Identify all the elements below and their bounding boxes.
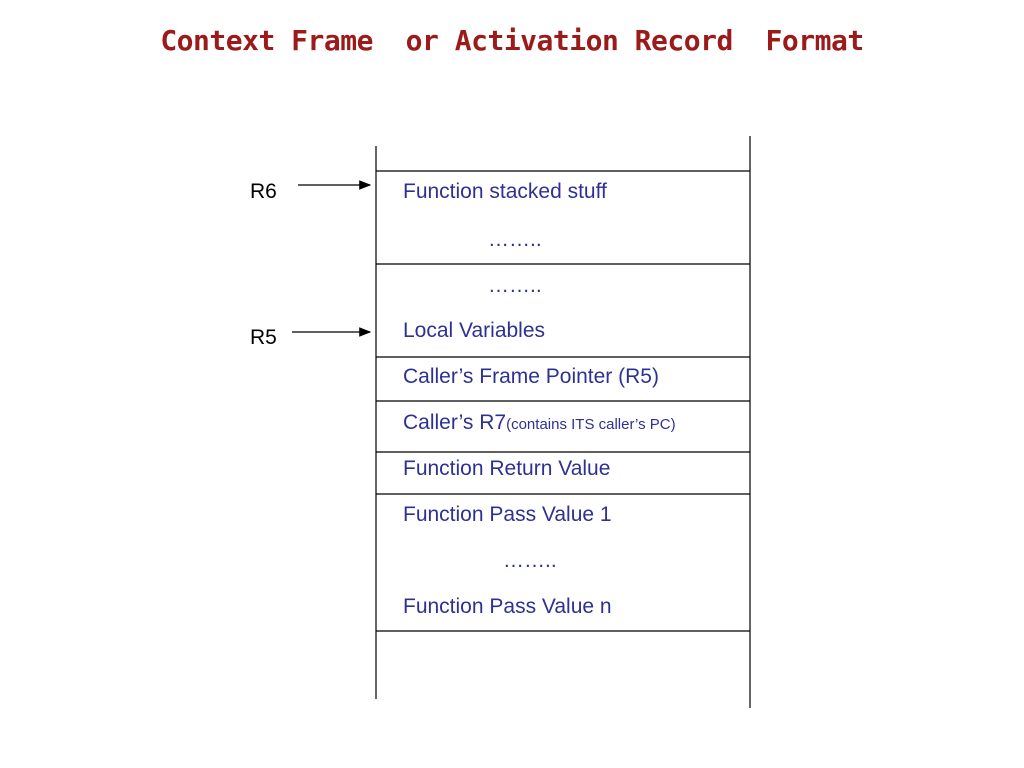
callers-r7-main: Caller’s R7	[403, 411, 507, 434]
ellipsis: ……..	[488, 274, 542, 297]
callers-r7: Caller’s R7(contains ITS caller’s PC)	[403, 411, 676, 435]
function-stacked-stuff: Function stacked stuff	[403, 180, 607, 203]
callers-frame-pointer: Caller’s Frame Pointer (R5)	[403, 365, 659, 388]
local-variables: Local Variables	[403, 319, 546, 342]
callers-r7-note: (contains ITS caller’s PC)	[506, 416, 676, 433]
function-pass-value-1: Function Pass Value 1	[403, 503, 612, 526]
r6-label: R6	[250, 180, 277, 203]
function-pass-value-n: Function Pass Value n	[403, 595, 612, 618]
r5-label: R5	[250, 326, 277, 349]
ellipsis: ……..	[503, 549, 557, 572]
ellipsis: ……..	[488, 228, 542, 251]
slide-title: Context Frame or Activation Record Forma…	[160, 24, 864, 57]
function-return-value: Function Return Value	[403, 457, 611, 480]
